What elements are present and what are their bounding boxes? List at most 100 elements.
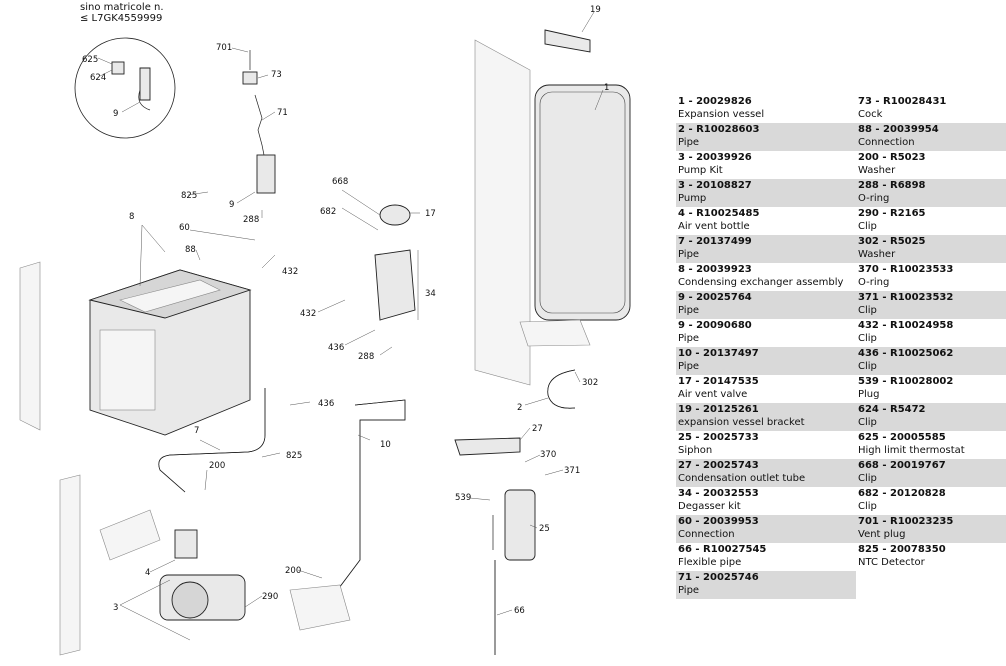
part-code: 4 - R10025485	[678, 208, 760, 219]
part-description: O-ring	[858, 277, 890, 288]
callout-17: 17	[425, 209, 436, 219]
callout-60: 60	[179, 223, 190, 233]
callout-668: 668	[332, 177, 348, 187]
callout-200: 200	[209, 461, 225, 471]
callout-288: 288	[243, 215, 259, 225]
part-description: Clip	[858, 221, 877, 232]
callout-370: 370	[540, 450, 556, 460]
callout-432: 432	[282, 267, 298, 277]
callout-539: 539	[455, 493, 471, 503]
part-description: Clip	[858, 361, 877, 372]
callout-66: 66	[514, 606, 525, 616]
part-code: 200 - R5023	[858, 152, 926, 163]
part-description: Washer	[858, 165, 896, 176]
part-code: 302 - R5025	[858, 236, 926, 247]
part-description: Clip	[858, 501, 877, 512]
part-description: Pump Kit	[678, 165, 723, 176]
part-code: 624 - R5472	[858, 404, 926, 415]
callout-290: 290	[262, 592, 278, 602]
part-code: 10 - 20137497	[678, 348, 759, 359]
part-description: Pump	[678, 193, 707, 204]
part-description: High limit thermostat	[858, 445, 965, 456]
part-description: Degasser kit	[678, 501, 741, 512]
part-code: 288 - R6898	[858, 180, 926, 191]
part-code: 3 - 20039926	[678, 152, 752, 163]
callout-1: 1	[604, 83, 609, 93]
part-description: Clip	[858, 417, 877, 428]
callout-436b: 436	[318, 399, 334, 409]
expansion-vessel-group	[474, 29, 631, 386]
callout-7: 7	[194, 426, 199, 436]
serial-note-line1: sino matricole n.	[80, 2, 164, 13]
part-code: 625 - 20005585	[858, 432, 946, 443]
part-description: Pipe	[678, 333, 700, 344]
part-code: 60 - 20039953	[678, 516, 759, 527]
part-description: Condensation outlet tube	[678, 473, 806, 484]
callout-436: 436	[328, 343, 344, 353]
part-description: Clip	[858, 473, 877, 484]
part-description: Expansion vessel	[678, 109, 765, 120]
callout-10: 10	[380, 440, 391, 450]
part-description: Connection	[858, 137, 915, 148]
part-code: 370 - R10023533	[858, 264, 954, 275]
callout-25: 25	[539, 524, 550, 534]
part-description: Air vent bottle	[678, 221, 750, 232]
part-code: 71 - 20025746	[678, 572, 759, 583]
part-code: 1 - 20029826	[678, 96, 752, 107]
callout-9b: 9	[229, 200, 234, 210]
pump-assembly	[59, 474, 246, 656]
part-code: 25 - 20025733	[678, 432, 759, 443]
part-code: 34 - 20032553	[678, 488, 759, 499]
part-code: 66 - R10027545	[678, 544, 767, 555]
callout-3: 3	[113, 603, 118, 613]
part-code: 17 - 20147535	[678, 376, 759, 387]
part-code: 371 - R10023532	[858, 292, 954, 303]
part-code: 3 - 20108827	[678, 180, 752, 191]
callout-302: 302	[582, 378, 598, 388]
part-description: Clip	[858, 333, 877, 344]
callout-71: 71	[277, 108, 288, 118]
part-description: Condensing exchanger assembly	[678, 277, 844, 288]
part-description: Clip	[858, 305, 877, 316]
callout-34: 34	[425, 289, 436, 299]
callout-701: 701	[216, 43, 232, 53]
part-description: Pipe	[678, 249, 700, 260]
part-code: 7 - 20137499	[678, 236, 752, 247]
part-code: 432 - R10024958	[858, 320, 954, 331]
part-code: 88 - 20039954	[858, 124, 939, 135]
callout-9: 9	[113, 109, 118, 119]
callout-825: 825	[181, 191, 197, 201]
part-description: Air vent valve	[678, 389, 748, 400]
callout-73: 73	[271, 70, 282, 80]
detail-inset	[74, 37, 176, 139]
part-description: Pipe	[678, 585, 700, 596]
callout-371: 371	[564, 466, 580, 476]
part-description: Connection	[678, 529, 735, 540]
part-code: 682 - 20120828	[858, 488, 946, 499]
part-code: 539 - R10028002	[858, 376, 954, 387]
serial-note-line2: ≤ L7GK4559999	[80, 13, 163, 24]
